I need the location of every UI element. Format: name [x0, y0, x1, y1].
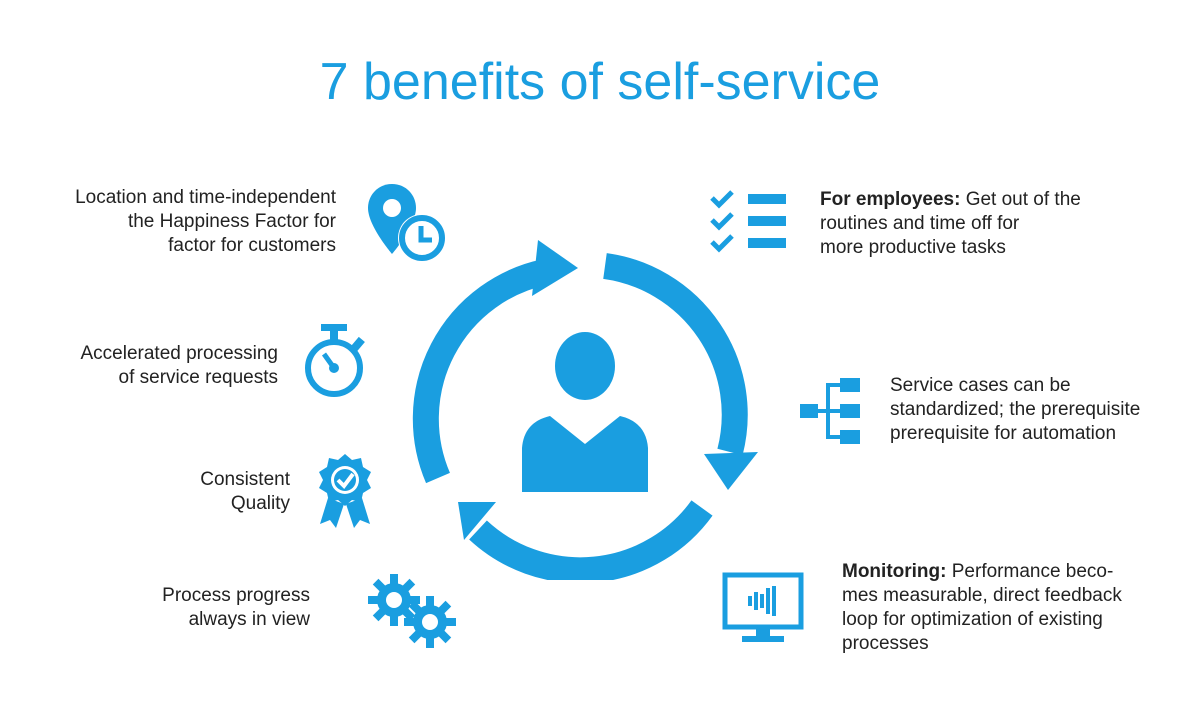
page-title: 7 benefits of self-service	[319, 53, 881, 111]
gears-icon	[366, 572, 458, 648]
checklist-icon	[710, 190, 790, 256]
benefit-progress-text: Process progress always in view	[162, 585, 310, 630]
benefit-monitoring-text: Monitoring: Performance beco- mes measur…	[842, 561, 1122, 654]
monitor-chart-icon	[722, 572, 804, 646]
location-clock-icon	[366, 184, 448, 264]
benefit-accelerated-text: Accelerated processing of service reques…	[80, 343, 279, 388]
benefit-quality-text: Consistent Quality	[200, 469, 290, 514]
stopwatch-icon	[300, 322, 370, 402]
quality-badge-icon	[316, 454, 374, 530]
hierarchy-icon	[798, 376, 862, 448]
circular-arrows-icon	[410, 240, 770, 580]
benefit-employees-text: For employees: Get out of the routines a…	[820, 189, 1081, 258]
benefit-location-time-text: Location and time-independent the Happin…	[75, 187, 336, 256]
person-icon	[520, 332, 650, 492]
benefit-standardized-text: Service cases can be standardized; the p…	[890, 375, 1141, 444]
